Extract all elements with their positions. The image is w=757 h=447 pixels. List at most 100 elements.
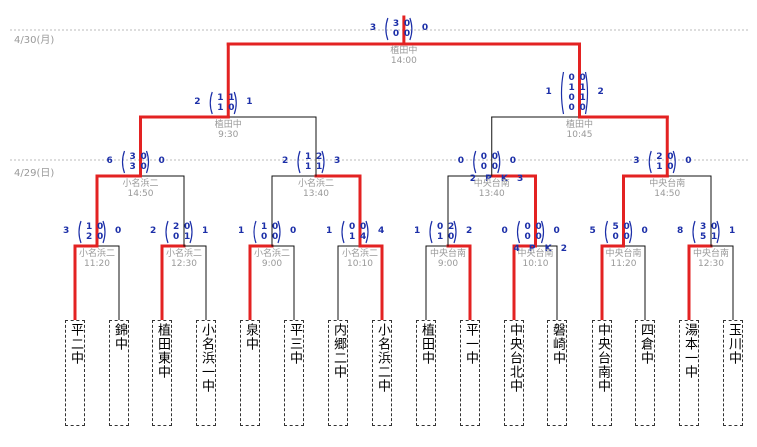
- score-paren-left: [692, 220, 696, 244]
- score-paren-right: [409, 17, 413, 41]
- inner-score-left: 1: [217, 103, 224, 113]
- outer-score-right: 1: [729, 226, 736, 236]
- venue-name: 小名浜二: [122, 179, 159, 189]
- score-paren-right: [453, 220, 457, 244]
- score-paren-left: [473, 150, 477, 174]
- outer-score-left: 0: [501, 226, 508, 236]
- match-time: 10:10: [522, 259, 549, 269]
- team-box: 玉川中: [723, 320, 743, 426]
- inner-score-left: 1: [349, 232, 356, 242]
- score-paren-left: [385, 17, 389, 41]
- team-name: 四倉中: [638, 323, 653, 365]
- match-time: 13:40: [478, 189, 505, 199]
- inner-score-right: 1: [579, 93, 586, 103]
- team-box: 錦中: [109, 320, 129, 426]
- match-time: 9:00: [261, 259, 283, 269]
- team-box: 湯本一中: [679, 320, 699, 426]
- team-name: 湯本一中: [682, 323, 697, 379]
- score-paren-left: [429, 220, 433, 244]
- inner-score-left: 3: [129, 162, 136, 172]
- score-paren-right: [628, 220, 633, 244]
- outer-score-left: 3: [369, 23, 377, 33]
- inner-score-left: 0: [524, 232, 531, 242]
- team-name: 中央台南中: [595, 323, 610, 393]
- outer-score-left: 2: [282, 156, 289, 166]
- inner-score-left: 0: [612, 232, 619, 242]
- outer-score-left: 1: [238, 226, 245, 236]
- match-time: 9:30: [218, 130, 239, 140]
- inner-score-left: 5: [700, 232, 707, 242]
- inner-score-right: 0: [140, 152, 147, 162]
- match-time: 11:20: [84, 259, 110, 269]
- outer-score-left: 5: [589, 226, 596, 236]
- inner-score-left: 1: [437, 232, 444, 242]
- score-paren-left: [604, 220, 609, 244]
- score-paren-right: [102, 220, 106, 244]
- team-box: 磐崎中: [547, 320, 567, 426]
- inner-score-right: 0: [491, 162, 499, 172]
- team-name: 平二中: [68, 323, 83, 365]
- score-paren-right: [145, 150, 150, 174]
- inner-score-left: 0: [568, 73, 575, 83]
- inner-score-left: 1: [217, 93, 224, 103]
- outer-score-right: 1: [246, 97, 253, 107]
- inner-score-right: 0: [140, 162, 147, 172]
- outer-score-right: 2: [466, 226, 473, 236]
- inner-score-right: 1: [711, 232, 718, 242]
- venue-name: 中央台南: [473, 179, 510, 189]
- inner-score-right: 0: [623, 232, 630, 242]
- score-paren-right: [321, 150, 325, 174]
- match-time: 12:30: [698, 259, 724, 269]
- team-name: 小名浜二中: [375, 323, 390, 393]
- inner-score-left: 3: [700, 222, 707, 232]
- inner-score-left: 3: [129, 152, 136, 162]
- venue-name: 植田中: [565, 120, 593, 130]
- inner-score-right: 0: [579, 73, 586, 83]
- inner-score-right: 0: [623, 222, 630, 232]
- team-box: 中央台南中: [592, 320, 612, 426]
- team-name: 玉川中: [726, 323, 741, 365]
- team-box: 中央台北中: [504, 320, 524, 426]
- score-paren-right: [189, 220, 193, 244]
- score-paren-left: [253, 220, 257, 244]
- inner-score-right: 0: [97, 222, 104, 232]
- inner-score-right: 0: [272, 232, 279, 242]
- team-box: 泉中: [240, 320, 260, 426]
- score-paren-right: [233, 91, 237, 115]
- team-box: 小名浜一中: [196, 320, 216, 426]
- team-name: 泉中: [243, 323, 258, 351]
- team-name: 小名浜一中: [199, 323, 214, 393]
- inner-score-right: 4: [360, 232, 367, 242]
- outer-score-left: 2: [194, 97, 201, 107]
- inner-score-right: 0: [667, 162, 674, 172]
- venue-name: 中央台南: [429, 249, 466, 259]
- team-name: 平一中: [463, 323, 478, 365]
- score-paren-right: [672, 150, 676, 174]
- outer-score-right: 2: [597, 87, 604, 97]
- inner-score-right: 1: [184, 232, 191, 242]
- inner-score-left: 2: [173, 222, 180, 232]
- inner-score-right: 0: [667, 152, 674, 162]
- team-box: 内郷二中: [328, 320, 348, 426]
- inner-score-right: 2: [448, 222, 455, 232]
- inner-score-left: 0: [173, 232, 180, 242]
- match-time: 13:40: [303, 189, 329, 199]
- outer-score-right: 0: [553, 226, 560, 236]
- inner-score-right: 0: [448, 232, 455, 242]
- inner-score-left: 3: [392, 19, 400, 29]
- team-box: 四倉中: [635, 320, 655, 426]
- inner-score-right: 0: [184, 222, 191, 232]
- team-box: 平一中: [460, 320, 480, 426]
- match-time: 14:50: [127, 189, 154, 199]
- outer-score-left: 2: [150, 226, 157, 236]
- team-name: 平三中: [287, 323, 302, 365]
- inner-score-right: 1: [579, 83, 586, 93]
